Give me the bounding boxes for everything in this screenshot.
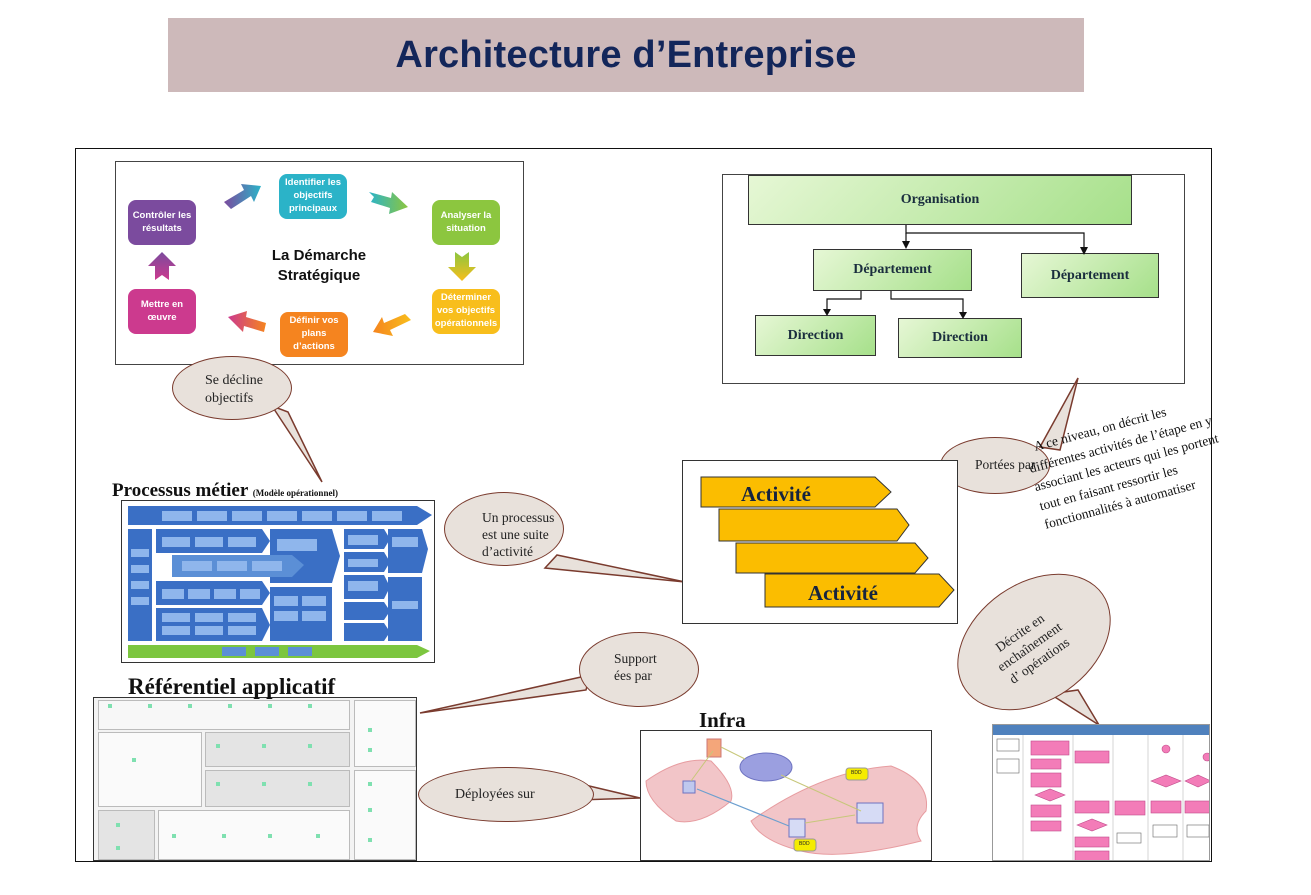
arrow-icon (228, 311, 266, 332)
page-title: Architecture d’Entreprise (395, 33, 857, 76)
referentiel-title: Référentiel applicatif (128, 674, 336, 699)
step-label: Définir vos plans d’actions (289, 315, 339, 352)
bubble-support-text: Support ées par (614, 651, 657, 685)
bubble-line: d’activité (482, 543, 533, 559)
application-repository-thumbnail (93, 697, 417, 861)
step-analyser: Analyser la situation (432, 200, 500, 245)
org-department: Département (813, 249, 972, 291)
ref-app-icons (108, 704, 372, 850)
db-label: BDD (799, 841, 810, 847)
bubble-un-processus (444, 492, 564, 566)
bubble-deployees (418, 767, 594, 822)
bubble-un-processus-text: Un processus est une suite d’activité (482, 510, 554, 561)
activity-chevron (735, 542, 929, 574)
processus-title: Processus métier (Modèle opérationnel) (112, 480, 338, 502)
activity-label-bottom: Activité (808, 581, 878, 605)
cycle-arrows (148, 184, 476, 336)
ref-zone (98, 700, 350, 730)
activity-label-top: Activité (741, 482, 811, 506)
processus-subtitle: (Modèle opérationnel) (252, 488, 338, 498)
org-label: Direction (932, 330, 988, 345)
ref-zone (98, 732, 202, 807)
ref-zone (354, 700, 416, 767)
arrow-icon (448, 252, 476, 281)
step-determiner: Déterminer vos objectifs opérationnels (432, 289, 500, 334)
org-connectors (823, 225, 1088, 319)
activities-panel: Activité Activité (682, 460, 958, 624)
tail-processus (543, 554, 686, 583)
bubble-se-decline-text: Se décline objectifs (205, 372, 263, 407)
org-department: Département (1021, 253, 1159, 298)
org-direction: Direction (898, 318, 1022, 358)
process-model-graphic (128, 506, 432, 658)
bubble-line: objectifs (205, 390, 254, 406)
activity-chevron (764, 573, 955, 608)
org-label: Département (853, 262, 932, 277)
bubble-line: Un processus (482, 510, 555, 525)
org-direction: Direction (755, 315, 876, 356)
arrow-icon (373, 314, 411, 336)
strategy-cycle-panel: Identifier les objectifs principaux Anal… (115, 161, 524, 365)
tail-se-decline (270, 404, 323, 483)
center-title-line: Stratégique (277, 266, 361, 284)
step-definir: Définir vos plans d’actions (280, 312, 348, 357)
bubble-portees-par-text: Portées par (975, 457, 1036, 472)
org-chart-panel: Organisation Département Département Dir… (722, 174, 1185, 384)
infra-title: Infra (699, 708, 746, 732)
ref-zone (205, 770, 350, 807)
db-label: BDD (851, 770, 862, 776)
arrowhead-icon (902, 241, 910, 249)
activity-chevron (718, 508, 910, 542)
bubble-line: Support (614, 651, 657, 666)
ref-zone (354, 770, 416, 860)
org-label: Département (1050, 267, 1130, 283)
bubble-line: ées par (614, 667, 652, 683)
strategy-center-title: La Démarche Stratégique (254, 246, 384, 285)
bubble-line: Se décline (205, 373, 263, 388)
step-label: Analyser la situation (440, 209, 492, 234)
arrow-icon (224, 184, 261, 209)
arrowhead-icon (959, 312, 967, 319)
diagram-frame (75, 148, 1212, 862)
bubble-line: est une suite (482, 526, 549, 542)
title-banner: Architecture d’Entreprise (168, 18, 1084, 92)
step-label: Identifier les objectifs principaux (285, 177, 341, 214)
tail-portees (1038, 377, 1079, 451)
bubble-portees-par (940, 437, 1050, 494)
org-root: Organisation (748, 175, 1132, 225)
step-label: Déterminer vos objectifs opérationnels (434, 292, 498, 329)
arrowhead-icon (823, 309, 831, 316)
activity-chevrons (700, 476, 955, 608)
infrastructure-thumbnail: BDD BDD (640, 730, 932, 861)
org-label: Organisation (900, 192, 980, 207)
processus-title-text: Processus métier (112, 480, 248, 501)
bubble-deployees-text: Déployées sur (455, 787, 535, 802)
operations-flowchart-thumbnail (992, 724, 1210, 861)
infra-graphic (645, 738, 928, 855)
org-label: Direction (787, 327, 844, 343)
bubble-se-decline (172, 356, 292, 420)
tail-support (419, 673, 592, 714)
ref-zone (205, 732, 350, 767)
step-controler: Contrôler les résultats (128, 200, 196, 245)
arrowhead-icon (1080, 247, 1088, 255)
step-mettre: Mettre en œuvre (128, 289, 196, 334)
step-label: Mettre en œuvre (140, 298, 184, 323)
arrow-icon (369, 192, 408, 214)
step-identifier: Identifier les objectifs principaux (279, 174, 347, 219)
ref-zone (98, 810, 155, 860)
step-label: Contrôler les résultats (132, 209, 192, 234)
bubble-support (579, 632, 699, 707)
process-model-thumbnail (121, 500, 435, 663)
arrow-icon (148, 252, 176, 280)
flowchart-graphic (993, 725, 1209, 860)
activity-chevron (700, 476, 892, 508)
center-title-line: La Démarche (271, 247, 367, 264)
